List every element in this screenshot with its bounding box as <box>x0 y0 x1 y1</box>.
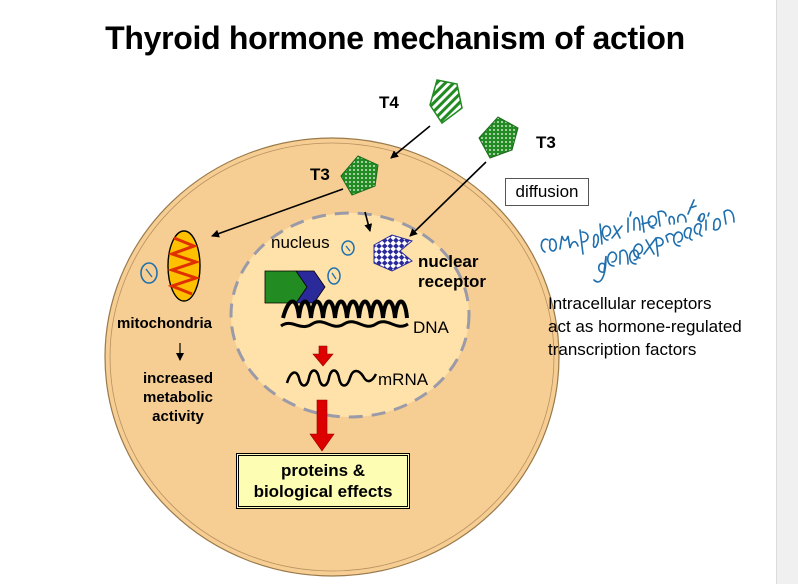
proteins-label: proteins & biological effects <box>253 461 393 501</box>
arrow-t3-to-receptor <box>409 161 487 237</box>
proteins-biological-effects-box: proteins & biological effects <box>236 453 410 509</box>
annotation-circle-icon <box>140 262 158 284</box>
mrna-label: mRNA <box>378 370 429 389</box>
dna-strand-icon <box>281 299 409 319</box>
nuclear-receptor-icon <box>373 234 414 272</box>
mitochondria-label: mitochondria <box>117 315 213 332</box>
cell-membrane-inner <box>109 142 555 572</box>
increased-metabolic-activity-label: increased metabolic activity <box>142 370 214 425</box>
t4-label: T4 <box>379 93 399 112</box>
t3-cell-hormone-icon <box>340 155 379 196</box>
nuclear-receptor-label: nuclear receptor <box>418 252 487 291</box>
receptor-complex-green-icon <box>264 270 308 304</box>
arrow-t3-into-nucleus <box>364 211 373 232</box>
red-arrow-to-proteins-icon <box>309 399 335 452</box>
arrow-t3-to-mitochondria <box>211 188 344 238</box>
t4-hormone-icon <box>429 79 463 125</box>
annotation-circle-icon <box>327 267 341 285</box>
dna-label: DNA <box>413 318 449 337</box>
mrna-strand-icon <box>285 369 378 387</box>
diffusion-label: diffusion <box>505 178 589 206</box>
intracellular-receptors-caption: Intracellular receptors act as hormone-r… <box>548 294 742 359</box>
nucleus-label: nucleus <box>271 233 330 252</box>
t3-hormone-icon <box>478 116 519 159</box>
t3-label: T3 <box>536 133 556 152</box>
handwritten-note-icon <box>540 199 735 283</box>
scrollbar-rail[interactable] <box>776 0 798 584</box>
nucleus-envelope <box>229 211 471 419</box>
annotation-circle-icon <box>341 240 355 256</box>
arrow-t4-to-t3 <box>390 125 431 159</box>
page-title: Thyroid hormone mechanism of action <box>105 20 685 56</box>
red-arrow-dna-to-mrna-icon <box>312 345 334 367</box>
t3-cell-label: T3 <box>310 165 330 184</box>
